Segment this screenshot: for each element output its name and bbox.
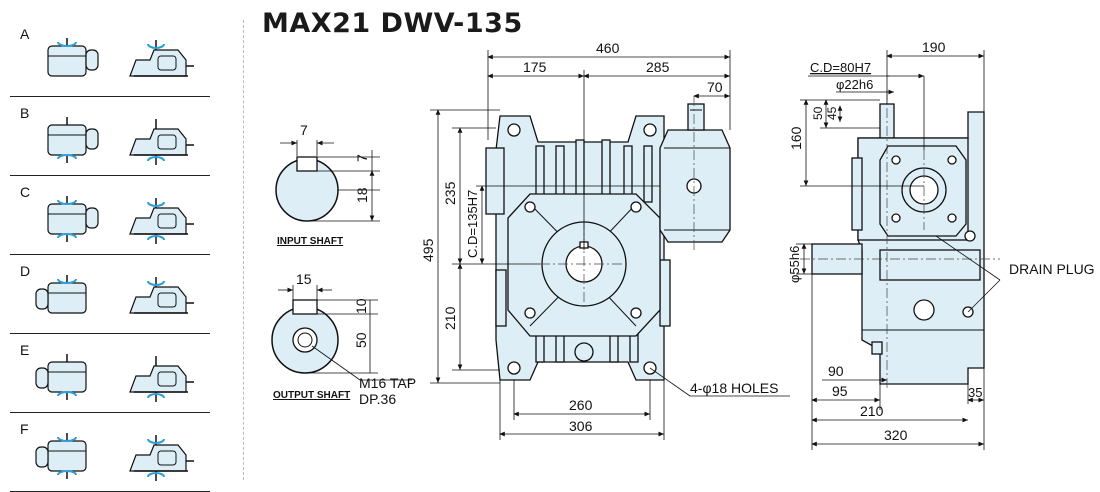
mounting-d-icon (35, 275, 194, 314)
side-dimensions (796, 50, 1001, 450)
engineering-drawing: 7 7 18 INPUT SHAFT 15 10 50 M16 TAP DP.3… (271, 39, 1095, 450)
dim-shaft-len-b: 45 (825, 106, 839, 120)
output-tap-label: M16 TAP (359, 375, 416, 391)
dim-overall-height: 495 (420, 238, 436, 262)
mounting-row-e: E (10, 334, 210, 413)
mounting-f-icon (35, 433, 194, 481)
side-centerlines (800, 90, 1000, 390)
dim-lower-height: 210 (442, 306, 458, 330)
front-dimensions (430, 50, 790, 440)
input-shaft-caption: INPUT SHAFT (277, 236, 343, 247)
dim-center-distance: C.D=135H7 (465, 190, 480, 258)
gear-unit-icon (35, 354, 87, 400)
dim-base-inner: 260 (569, 397, 593, 413)
dim-right-width: 285 (646, 59, 670, 75)
mounting-label: F (20, 421, 29, 437)
gear-unit-icon (47, 38, 99, 77)
mounting-a-icon (47, 38, 194, 77)
front-view (485, 103, 731, 381)
gear-unit-icon (47, 117, 99, 163)
foot-mount-icon (129, 356, 194, 402)
dim-output-diameter: φ55h6 (787, 246, 802, 283)
mounting-row-d: D (10, 255, 210, 334)
holes-label: 4-φ18 HOLES (690, 380, 778, 396)
mounting-b-icon (47, 117, 194, 165)
mounting-label: E (20, 342, 30, 358)
dim-side-35: 35 (968, 385, 982, 400)
mounting-row-b: B (10, 97, 210, 176)
dim-shaft-len-a: 50 (811, 106, 825, 120)
side-dimension-labels: 190 C.D=80H7 φ22h6 50 45 160 φ55h6 DRAIN… (787, 39, 1095, 443)
mounting-c-icon (47, 196, 194, 244)
output-shaft-height: 50 (353, 332, 369, 348)
dim-upper-height: 235 (442, 181, 458, 205)
dim-side-210: 210 (860, 403, 884, 419)
dim-base-outer: 306 (569, 418, 593, 434)
gear-unit-icon (47, 196, 99, 242)
mounting-label: D (20, 263, 31, 279)
mounting-e-icon (35, 354, 194, 402)
dim-side-width-top: 190 (922, 39, 946, 55)
dim-overall-width: 460 (596, 40, 620, 56)
output-key-depth: 10 (353, 298, 369, 314)
dim-side-320: 320 (884, 427, 908, 443)
input-key-depth: 7 (354, 154, 370, 162)
front-dimension-labels: 460 175 285 70 495 235 210 C.D=135H7 260… (420, 40, 778, 434)
side-view (811, 103, 985, 385)
foot-mount-icon (129, 119, 194, 165)
gear-unit-icon (35, 433, 87, 479)
mounting-label: C (20, 184, 31, 200)
foot-mount-icon (129, 40, 194, 77)
gear-unit-icon (35, 275, 87, 314)
dim-input-diameter: φ22h6 (836, 77, 873, 92)
column-divider (243, 20, 244, 480)
mounting-label: B (20, 105, 30, 121)
mounting-row-a: A (10, 18, 210, 97)
foot-mount-icon (129, 277, 194, 314)
foot-mount-icon (129, 435, 194, 481)
page-title: MAX21 DWV-135 (262, 8, 523, 39)
dim-side-90: 90 (828, 363, 844, 379)
output-key-width: 15 (296, 271, 312, 287)
output-shaft-section: 15 10 50 M16 TAP DP.36 OUTPUT SHAFT (271, 271, 416, 407)
drain-plug-label: DRAIN PLUG (1009, 261, 1095, 277)
input-key-width: 7 (300, 122, 308, 138)
dim-side-center-distance: C.D=80H7 (810, 60, 871, 75)
dim-input-offset: 70 (707, 79, 723, 95)
output-shaft-caption: OUTPUT SHAFT (273, 390, 350, 401)
mounting-label: A (20, 26, 30, 42)
mounting-row-c: C (10, 176, 210, 255)
dim-side-height: 160 (788, 126, 804, 150)
output-depth-label: DP.36 (359, 391, 396, 407)
dim-left-width: 175 (523, 59, 547, 75)
dim-side-95: 95 (832, 383, 848, 399)
foot-mount-icon (129, 198, 194, 244)
input-shaft-section: 7 7 18 INPUT SHAFT (275, 122, 380, 247)
input-shaft-height: 18 (354, 187, 370, 203)
